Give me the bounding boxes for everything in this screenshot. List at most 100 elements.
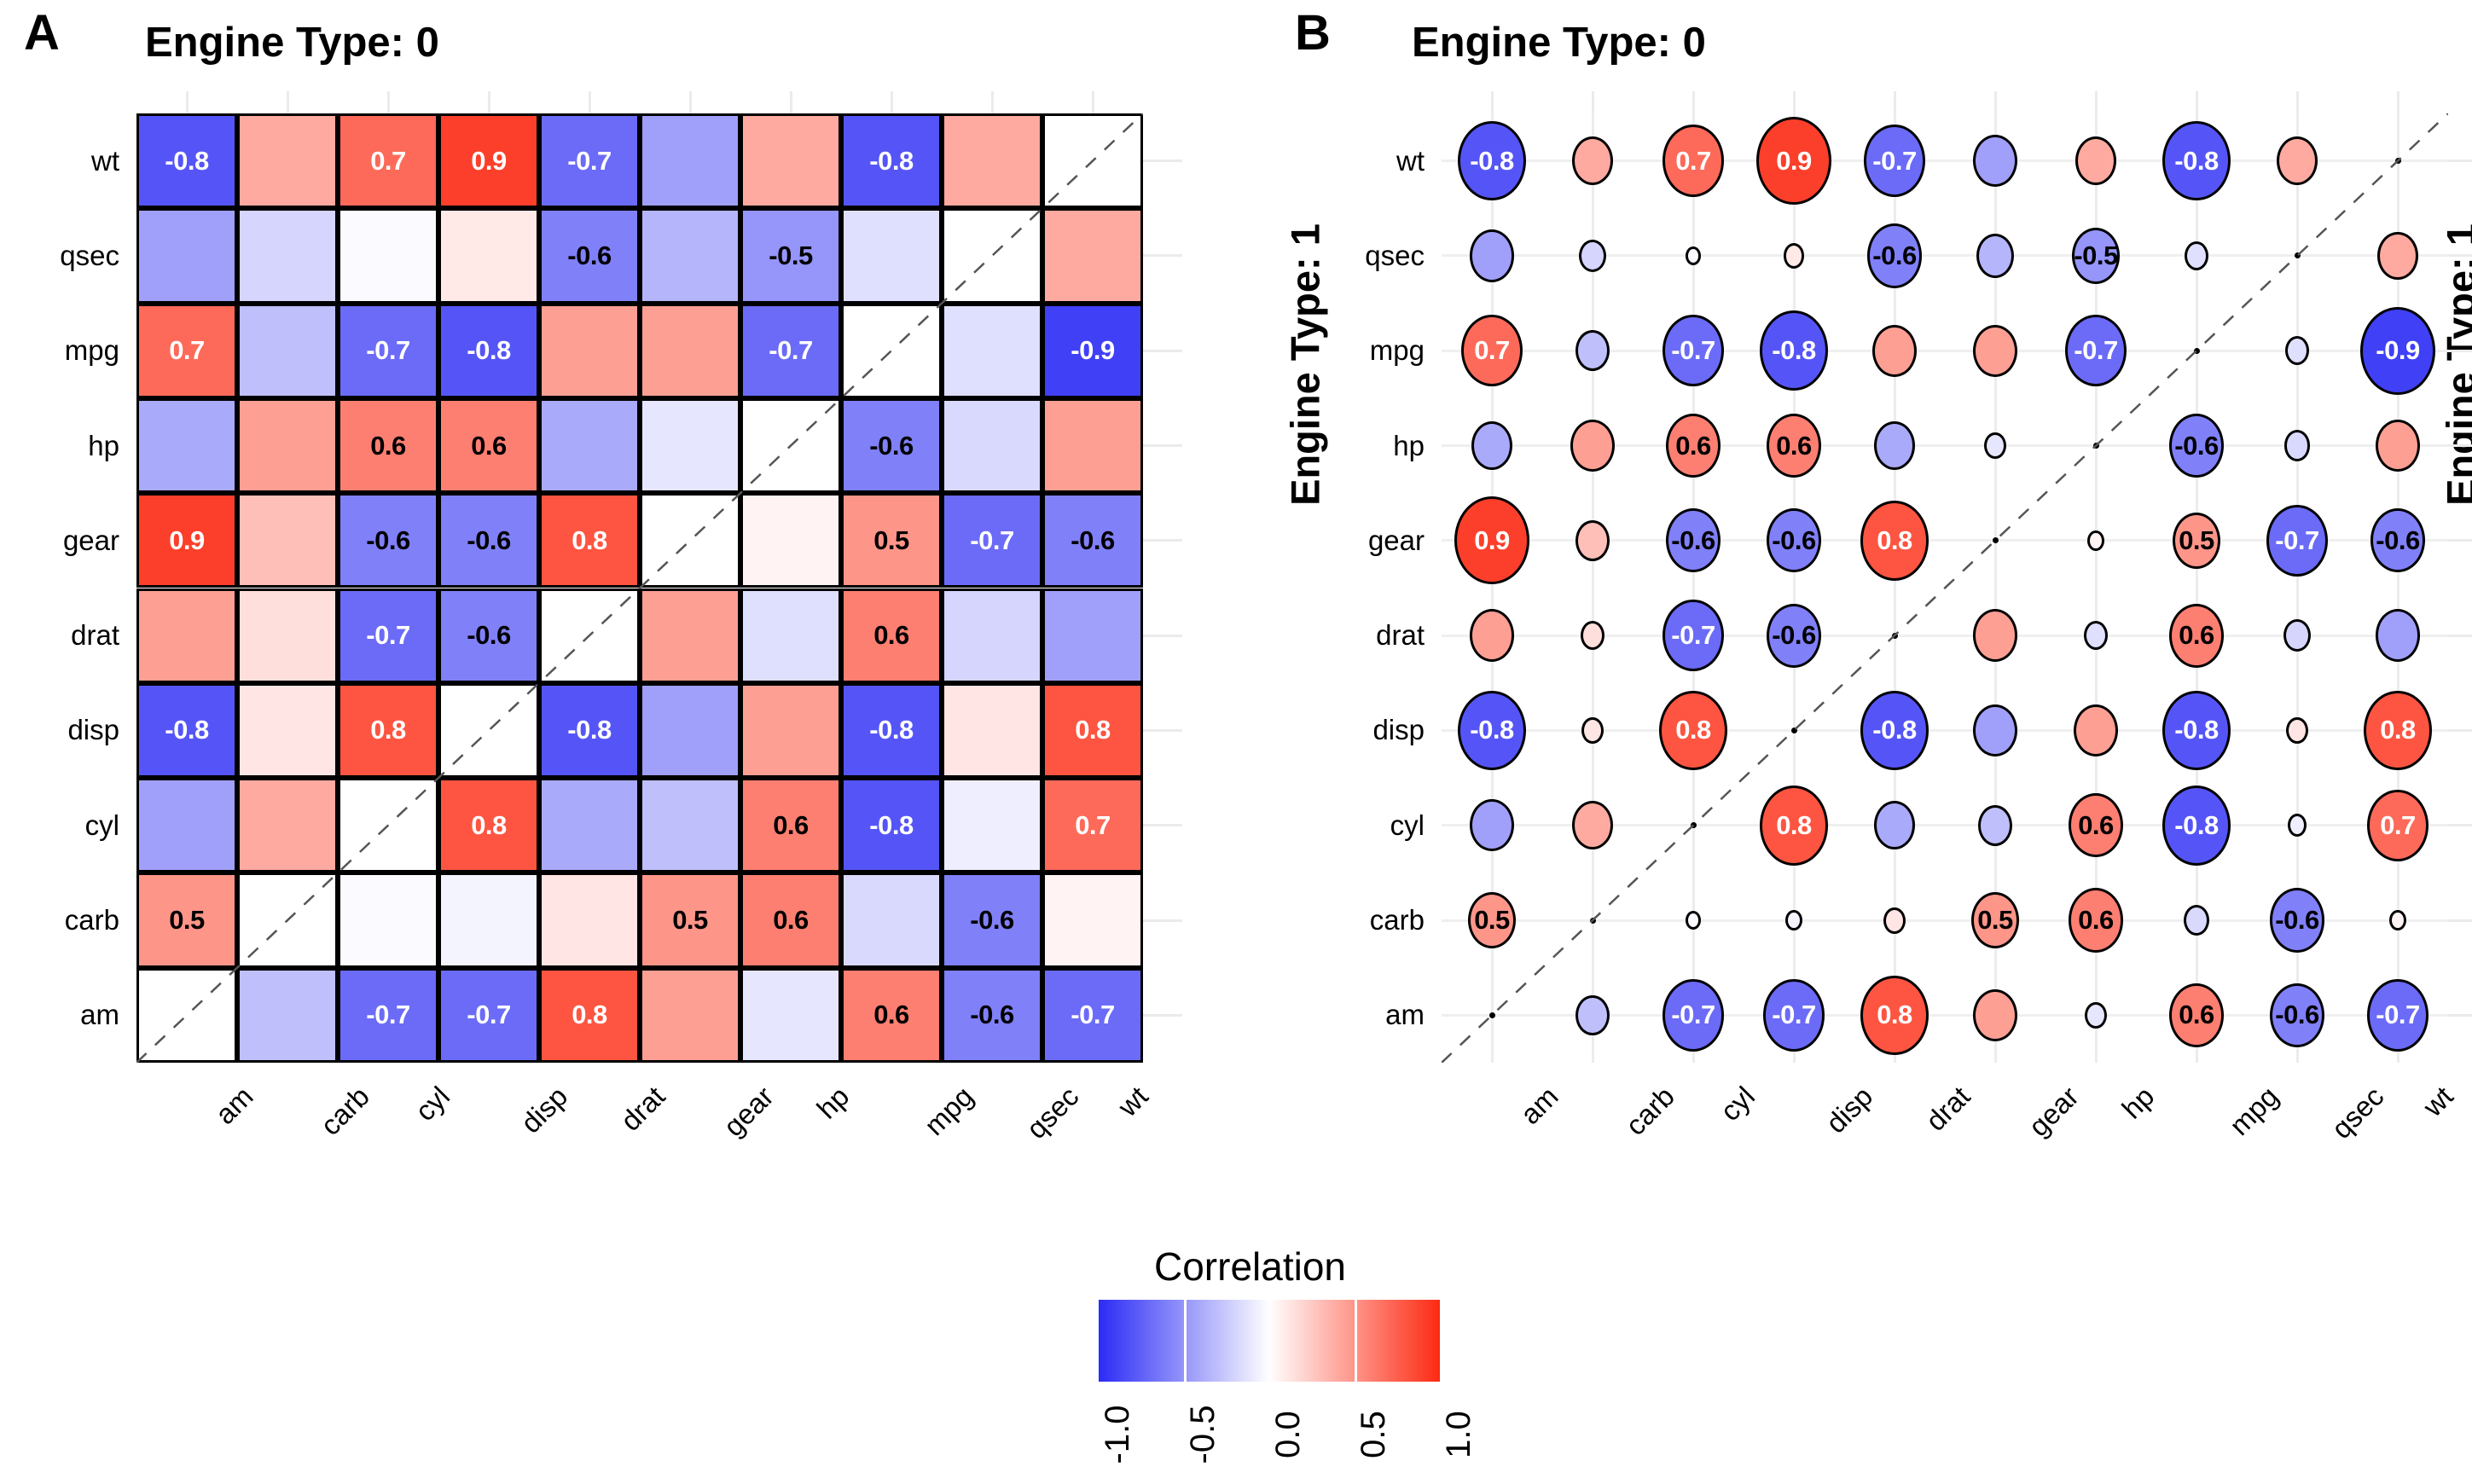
correlation-bubble[interactable] — [2074, 704, 2118, 757]
heatmap-cell[interactable] — [740, 397, 841, 494]
heatmap-cell[interactable] — [438, 872, 539, 968]
heatmap-cell[interactable]: -0.8 — [136, 113, 237, 209]
correlation-bubble[interactable]: 0.6 — [2069, 888, 2123, 953]
heatmap-cell[interactable] — [237, 682, 338, 779]
correlation-bubble[interactable]: -0.6 — [2169, 413, 2224, 478]
correlation-bubble[interactable]: 0.7 — [1663, 125, 1724, 197]
correlation-bubble[interactable] — [1984, 432, 2006, 460]
heatmap-cell[interactable] — [640, 397, 740, 494]
heatmap-cell[interactable] — [640, 778, 740, 873]
heatmap-cell[interactable]: -0.7 — [338, 588, 438, 683]
correlation-bubble[interactable]: 0.6 — [1767, 413, 1821, 478]
correlation-bubble[interactable] — [1976, 233, 2014, 279]
heatmap-cell[interactable]: -0.8 — [438, 303, 539, 398]
correlation-bubble[interactable]: -0.8 — [1458, 690, 1526, 771]
correlation-bubble[interactable]: 0.5 — [1468, 892, 1516, 949]
heatmap-cell[interactable] — [237, 872, 338, 968]
heatmap-cell[interactable]: -0.6 — [942, 872, 1042, 968]
correlation-bubble[interactable] — [2283, 430, 2311, 461]
correlation-bubble[interactable]: 0.8 — [1760, 785, 1828, 866]
heatmap-cell[interactable] — [136, 778, 237, 873]
correlation-bubble[interactable] — [2286, 716, 2308, 744]
correlation-bubble[interactable] — [1575, 330, 1610, 372]
correlation-bubble[interactable]: -0.8 — [1458, 120, 1526, 201]
correlation-bubble[interactable] — [1572, 136, 1613, 186]
correlation-bubble[interactable] — [2087, 530, 2104, 552]
heatmap-cell[interactable]: 0.6 — [338, 397, 438, 494]
correlation-bubble[interactable] — [1470, 609, 1514, 662]
correlation-bubble[interactable] — [1784, 243, 1804, 269]
heatmap-cell[interactable] — [640, 303, 740, 398]
heatmap-cell[interactable]: -0.7 — [740, 303, 841, 398]
heatmap-cell[interactable]: -0.7 — [438, 967, 539, 1063]
heatmap-cell[interactable] — [942, 303, 1042, 398]
heatmap-cell[interactable] — [237, 113, 338, 209]
heatmap-cell[interactable] — [1042, 588, 1143, 683]
correlation-bubble[interactable] — [2185, 241, 2208, 270]
correlation-bubble[interactable] — [1874, 421, 1915, 470]
heatmap-cell[interactable] — [539, 397, 640, 494]
heatmap-cell[interactable]: 0.8 — [539, 493, 640, 588]
heatmap-cell[interactable]: 0.6 — [438, 397, 539, 494]
correlation-bubble[interactable]: 0.6 — [2069, 793, 2123, 858]
heatmap-cell[interactable] — [640, 588, 740, 683]
heatmap-cell[interactable] — [740, 682, 841, 779]
correlation-bubble[interactable] — [2287, 814, 2307, 838]
correlation-bubble[interactable]: -0.7 — [1763, 979, 1825, 1052]
correlation-bubble[interactable]: 0.8 — [1860, 975, 1929, 1056]
heatmap-cell[interactable]: -0.7 — [942, 493, 1042, 588]
correlation-bubble[interactable]: -0.6 — [2270, 983, 2324, 1047]
heatmap-cell[interactable] — [841, 872, 942, 968]
correlation-bubble[interactable] — [1973, 134, 2017, 188]
heatmap-cell[interactable] — [539, 872, 640, 968]
correlation-bubble[interactable]: 0.6 — [2169, 983, 2224, 1047]
correlation-bubble[interactable] — [2377, 231, 2418, 281]
heatmap-cell[interactable] — [942, 208, 1042, 304]
heatmap-cell[interactable] — [1042, 397, 1143, 494]
heatmap-cell[interactable]: 0.5 — [640, 872, 740, 968]
heatmap-cell[interactable] — [539, 588, 640, 683]
heatmap-cell[interactable] — [136, 397, 237, 494]
correlation-bubble[interactable] — [2283, 618, 2311, 652]
heatmap-cell[interactable]: 0.7 — [338, 113, 438, 209]
correlation-bubble[interactable] — [1973, 988, 2017, 1042]
heatmap-cell[interactable]: -0.7 — [338, 967, 438, 1063]
heatmap-cell[interactable] — [136, 967, 237, 1063]
heatmap-cell[interactable]: 0.5 — [136, 872, 237, 968]
heatmap-cell[interactable] — [740, 967, 841, 1063]
heatmap-cell[interactable] — [539, 303, 640, 398]
correlation-bubble[interactable] — [1874, 801, 1915, 850]
correlation-bubble[interactable]: 0.7 — [1461, 315, 1523, 387]
heatmap-cell[interactable] — [1042, 872, 1143, 968]
correlation-bubble[interactable] — [1581, 621, 1604, 651]
correlation-bubble[interactable]: 0.6 — [1666, 413, 1721, 478]
heatmap-cell[interactable] — [136, 588, 237, 683]
heatmap-cell[interactable]: 0.7 — [136, 303, 237, 398]
correlation-bubble[interactable]: -0.7 — [2266, 504, 2328, 577]
heatmap-cell[interactable] — [942, 397, 1042, 494]
heatmap-cell[interactable] — [740, 113, 841, 209]
heatmap-cell[interactable]: -0.6 — [338, 493, 438, 588]
heatmap-cell[interactable]: 0.8 — [1042, 682, 1143, 779]
heatmap-cell[interactable]: 0.6 — [841, 588, 942, 683]
correlation-bubble[interactable]: 0.7 — [2367, 789, 2428, 861]
correlation-bubble[interactable]: -0.7 — [1864, 125, 1925, 197]
heatmap-cell[interactable]: 0.7 — [1042, 778, 1143, 873]
heatmap-cell[interactable]: -0.6 — [539, 208, 640, 304]
correlation-bubble[interactable] — [1470, 229, 1514, 282]
correlation-bubble[interactable] — [2389, 909, 2406, 931]
correlation-bubble[interactable] — [1686, 911, 1701, 930]
correlation-bubble[interactable]: -0.7 — [2065, 315, 2127, 387]
correlation-bubble[interactable] — [1579, 239, 1606, 273]
correlation-bubble[interactable]: 0.5 — [1971, 892, 2019, 949]
correlation-bubble[interactable]: 0.8 — [1659, 690, 1727, 771]
correlation-bubble[interactable] — [1572, 801, 1613, 850]
correlation-bubble[interactable]: -0.7 — [1663, 315, 1724, 387]
heatmap-cell[interactable]: -0.8 — [841, 778, 942, 873]
heatmap-cell[interactable] — [640, 967, 740, 1063]
heatmap-cell[interactable] — [237, 967, 338, 1063]
heatmap-cell[interactable]: -0.5 — [740, 208, 841, 304]
correlation-bubble[interactable] — [1575, 994, 1610, 1036]
heatmap-cell[interactable] — [942, 588, 1042, 683]
heatmap-cell[interactable] — [740, 588, 841, 683]
